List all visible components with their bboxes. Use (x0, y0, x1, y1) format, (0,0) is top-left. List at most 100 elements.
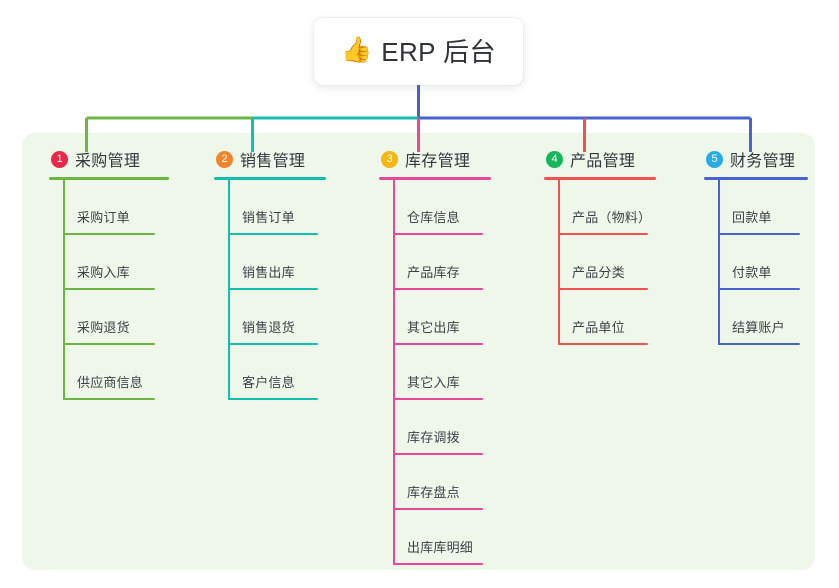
branch-item-underline (393, 563, 483, 565)
branch-item-label: 产品单位 (572, 320, 625, 335)
branch-title-3: 库存管理 (405, 153, 471, 170)
root-node[interactable]: 👍 ERP 后台 (314, 18, 523, 85)
branch-item[interactable]: 产品（物料） (558, 180, 656, 235)
branch-item-label: 销售出库 (242, 265, 295, 280)
branch-items-5: 回款单付款单结算账户 (704, 180, 808, 345)
branch-stem-4 (558, 180, 560, 345)
branch-item-underline (228, 288, 318, 290)
branch-item[interactable]: 出库库明细 (393, 510, 491, 565)
branch-badge-3: 3 (381, 150, 398, 168)
branch-库存管理: 3 库存管理仓库信息产品库存其它出库其它入库库存调拨库存盘点出库库明细 (379, 147, 491, 565)
branch-item[interactable]: 库存调拨 (393, 400, 491, 455)
branch-badge-5: 5 (706, 150, 723, 168)
branch-item[interactable]: 采购退货 (63, 290, 169, 345)
branch-item-label: 付款单 (732, 265, 772, 280)
branch-title-4: 产品管理 (570, 153, 636, 170)
branch-item-underline (228, 398, 318, 400)
root-node-content: 👍 ERP 后台 (341, 32, 496, 69)
branch-items-2: 销售订单销售出库销售退货客户信息 (214, 180, 326, 400)
branch-item-label: 供应商信息 (77, 375, 144, 390)
branch-item-underline (718, 288, 800, 290)
branch-item-underline (558, 288, 648, 290)
branch-header-5[interactable]: 5 财务管理 (704, 147, 808, 171)
branch-item-underline (718, 233, 800, 235)
branch-item[interactable]: 回款单 (718, 180, 808, 235)
branch-underline-1 (49, 177, 169, 180)
branch-item-underline (393, 508, 483, 510)
branch-item-underline (393, 288, 483, 290)
branch-item-label: 回款单 (732, 210, 772, 225)
branch-badge-2: 2 (216, 150, 233, 168)
branch-item-label: 库存盘点 (407, 485, 460, 500)
branch-item-underline (228, 343, 318, 345)
branch-underline-4 (544, 177, 656, 180)
branch-underline-2 (214, 177, 326, 180)
branch-badge-4: 4 (546, 150, 563, 168)
branch-item[interactable]: 仓库信息 (393, 180, 491, 235)
branch-销售管理: 2 销售管理销售订单销售出库销售退货客户信息 (214, 147, 326, 400)
branch-item-label: 结算账户 (732, 320, 785, 335)
branch-财务管理: 5 财务管理回款单付款单结算账户 (704, 147, 808, 345)
branch-采购管理: 1 采购管理采购订单采购入库采购退货供应商信息 (49, 147, 169, 400)
branch-item-label: 产品库存 (407, 265, 460, 280)
branch-stem-2 (228, 180, 230, 400)
branch-item-label: 客户信息 (242, 375, 295, 390)
branch-title-1: 采购管理 (75, 153, 141, 170)
branch-item-underline (63, 233, 155, 235)
branch-item-label: 采购入库 (77, 265, 130, 280)
branch-item-label: 其它出库 (407, 320, 460, 335)
branch-header-1[interactable]: 1 采购管理 (49, 147, 169, 171)
branch-stem-1 (63, 180, 65, 400)
branch-item-underline (228, 233, 318, 235)
branch-item[interactable]: 销售订单 (228, 180, 326, 235)
branch-item[interactable]: 产品库存 (393, 235, 491, 290)
branch-item[interactable]: 付款单 (718, 235, 808, 290)
branch-stem-3 (393, 180, 395, 565)
branch-item[interactable]: 销售出库 (228, 235, 326, 290)
branch-item-label: 仓库信息 (407, 210, 460, 225)
branch-header-2[interactable]: 2 销售管理 (214, 147, 326, 171)
branch-title-5: 财务管理 (730, 153, 796, 170)
branch-underline-5 (704, 177, 808, 180)
branch-item[interactable]: 客户信息 (228, 345, 326, 400)
branch-item-underline (393, 398, 483, 400)
branch-header-3[interactable]: 3 库存管理 (379, 147, 491, 171)
branch-item-label: 出库库明细 (407, 540, 474, 555)
branch-item-label: 销售订单 (242, 210, 295, 225)
root-node-label: ERP 后台 (381, 37, 496, 67)
branch-item[interactable]: 其它出库 (393, 290, 491, 345)
branch-item-label: 采购订单 (77, 210, 130, 225)
branch-stem-5 (718, 180, 720, 345)
branch-item-label: 库存调拨 (407, 430, 460, 445)
branch-item-underline (63, 288, 155, 290)
branch-item-underline (558, 343, 648, 345)
branch-item[interactable]: 产品单位 (558, 290, 656, 345)
branch-item[interactable]: 库存盘点 (393, 455, 491, 510)
branch-item-underline (558, 233, 648, 235)
branch-item-label: 产品分类 (572, 265, 625, 280)
branch-item-label: 产品（物料） (572, 210, 652, 225)
branch-item[interactable]: 销售退货 (228, 290, 326, 345)
branch-item-underline (393, 233, 483, 235)
branch-item-underline (63, 343, 155, 345)
branch-item-label: 销售退货 (242, 320, 295, 335)
branch-item[interactable]: 结算账户 (718, 290, 808, 345)
branch-item-underline (393, 343, 483, 345)
branch-items-3: 仓库信息产品库存其它出库其它入库库存调拨库存盘点出库库明细 (379, 180, 491, 565)
branch-item-label: 其它入库 (407, 375, 460, 390)
branch-产品管理: 4 产品管理产品（物料） 产品分类产品单位 (544, 147, 656, 345)
branch-items-1: 采购订单采购入库采购退货供应商信息 (49, 180, 169, 400)
branch-item[interactable]: 产品分类 (558, 235, 656, 290)
branch-item[interactable]: 采购入库 (63, 235, 169, 290)
branch-item[interactable]: 采购订单 (63, 180, 169, 235)
branch-title-2: 销售管理 (240, 153, 306, 170)
branch-item[interactable]: 供应商信息 (63, 345, 169, 400)
branch-item[interactable]: 其它入库 (393, 345, 491, 400)
branch-items-4: 产品（物料） 产品分类产品单位 (544, 180, 656, 345)
branch-header-4[interactable]: 4 产品管理 (544, 147, 656, 171)
branch-badge-1: 1 (51, 150, 68, 168)
thumbs-up-icon: 👍 (341, 36, 373, 64)
branch-item-underline (393, 453, 483, 455)
branch-underline-3 (379, 177, 491, 180)
